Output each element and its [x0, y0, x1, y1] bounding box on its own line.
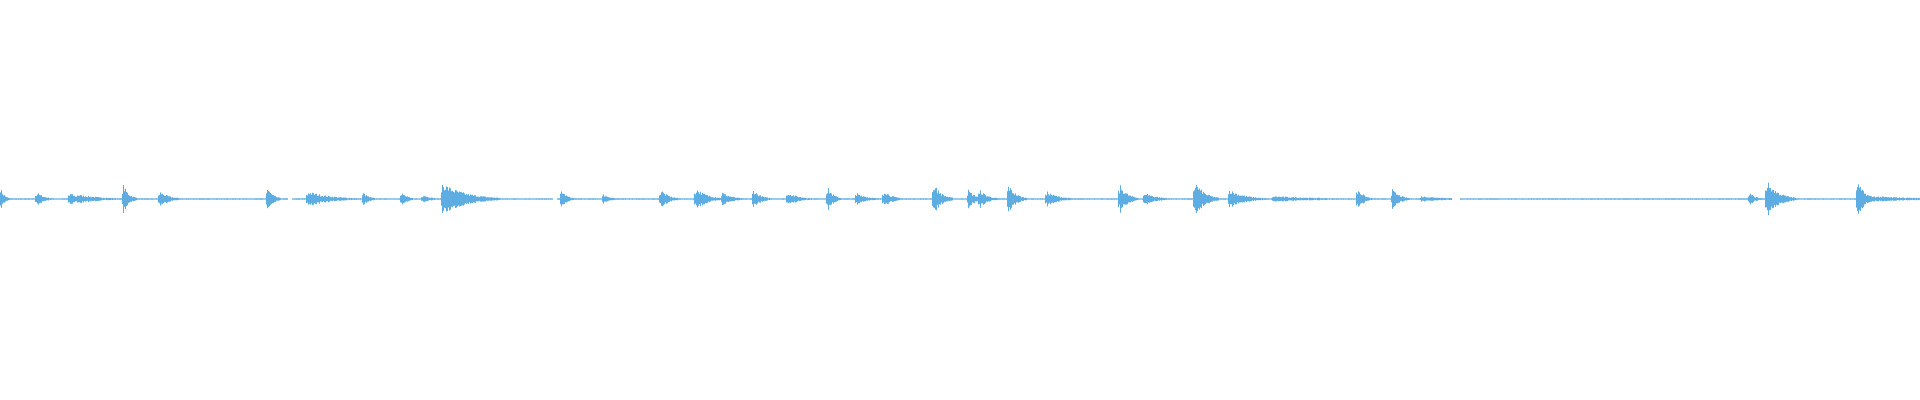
waveform-trace: [0, 182, 1920, 216]
